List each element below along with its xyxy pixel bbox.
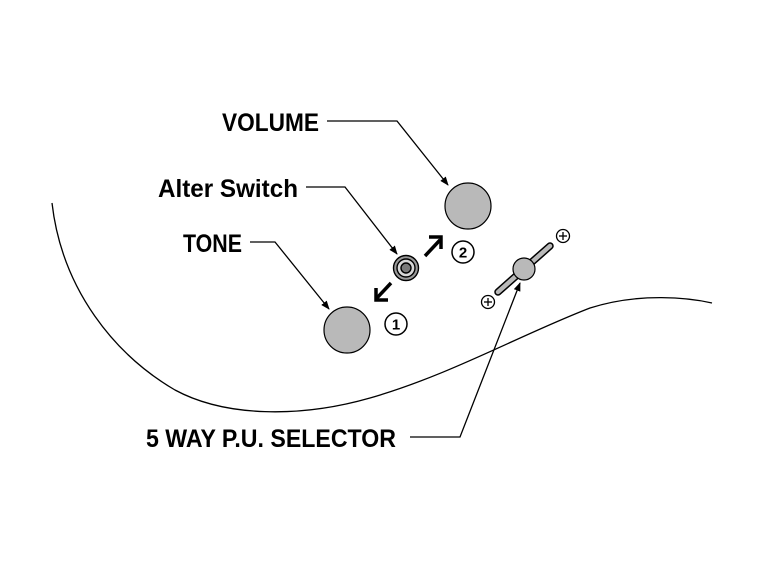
alter-switch-leader-line bbox=[306, 186, 398, 255]
screw-icon bbox=[480, 294, 496, 310]
tone-label: TONE bbox=[183, 230, 242, 258]
tone-knob[interactable] bbox=[323, 306, 371, 354]
alter-switch-label: Alter Switch bbox=[158, 175, 298, 203]
screw-icon bbox=[555, 228, 571, 244]
svg-text:2: 2 bbox=[459, 245, 467, 262]
selector-label: 5 WAY P.U. SELECTOR bbox=[146, 425, 396, 453]
pickup-selector-switch[interactable] bbox=[494, 242, 554, 296]
selector-leader-line bbox=[410, 282, 521, 438]
marker-one: 1 bbox=[384, 312, 408, 336]
volume-leader-line bbox=[327, 120, 449, 186]
marker-two: 2 bbox=[451, 240, 475, 264]
alter-switch-button[interactable] bbox=[392, 254, 420, 282]
svg-text:1: 1 bbox=[392, 317, 400, 334]
tone-leader-line bbox=[250, 241, 330, 310]
arrow-up-right-icon bbox=[423, 235, 443, 258]
volume-label: VOLUME bbox=[222, 109, 319, 137]
volume-knob[interactable] bbox=[444, 182, 492, 230]
body-outline bbox=[51, 202, 713, 413]
arrow-down-left-icon bbox=[374, 281, 393, 302]
